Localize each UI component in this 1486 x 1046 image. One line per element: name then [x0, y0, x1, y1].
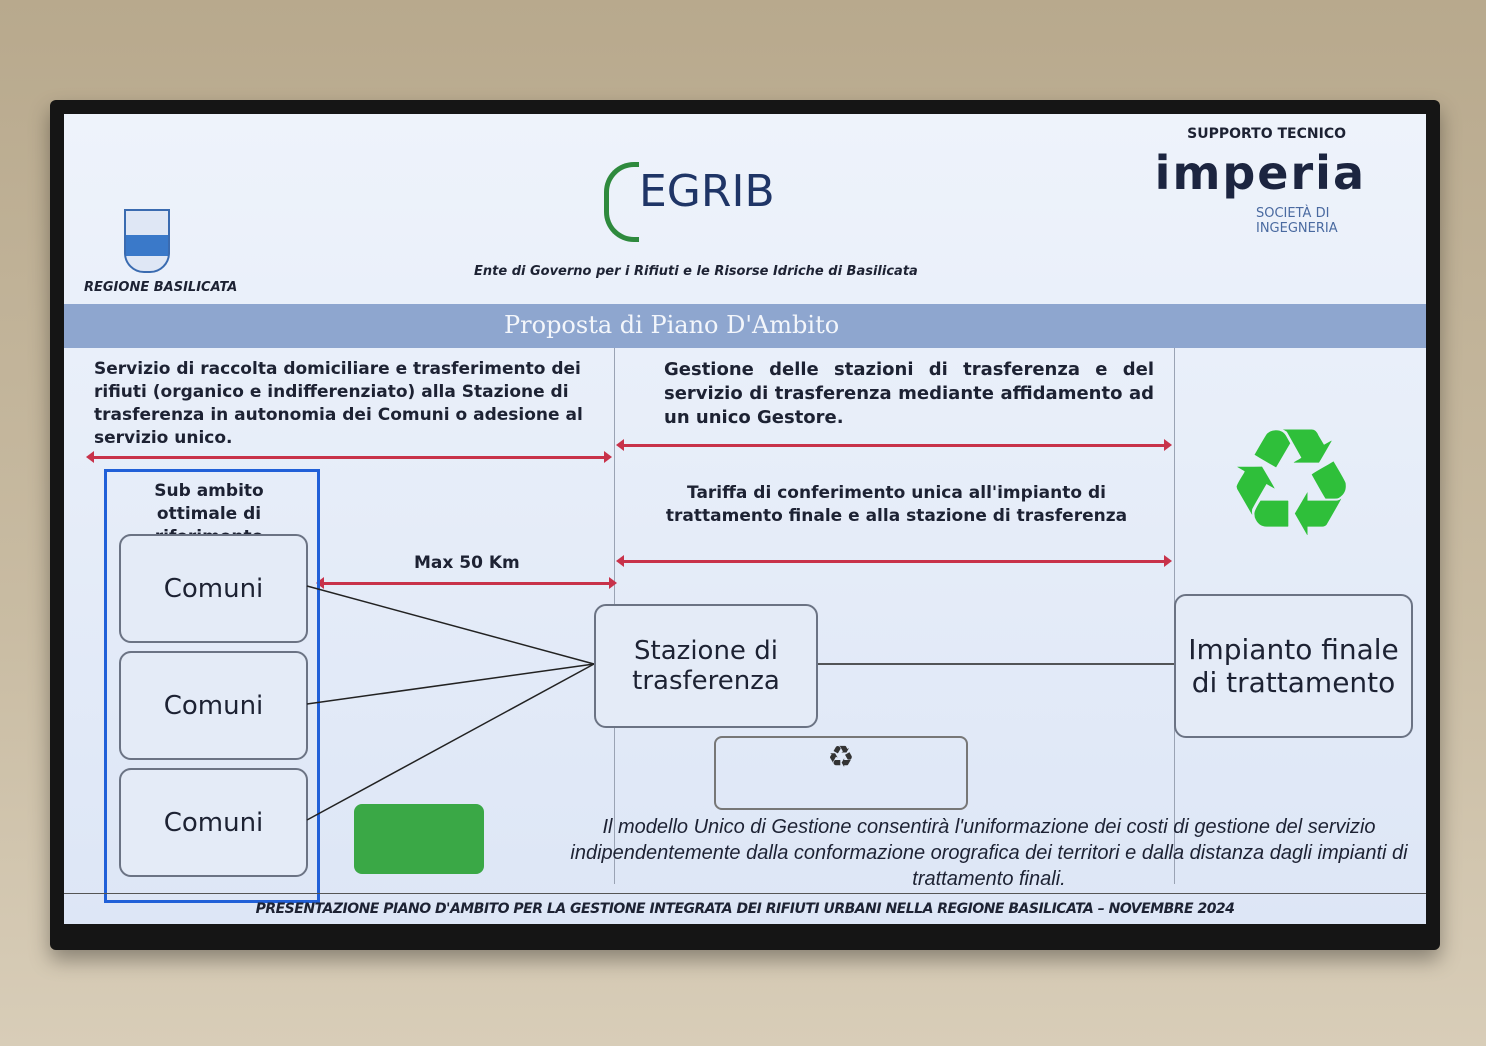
region-label: REGIONE BASILICATA	[84, 280, 238, 295]
max-distance-label: Max 50 Km	[414, 553, 520, 573]
comuni-box: Comuni	[119, 651, 308, 760]
support-label: SUPPORTO TECNICO	[1187, 126, 1346, 142]
left-arrow	[86, 451, 612, 463]
left-column-text: Servizio di raccolta domiciliare e trasf…	[94, 359, 583, 448]
comuni-box: Comuni	[119, 534, 308, 643]
recycle-icon: ♻	[1224, 397, 1359, 571]
tv-screen: REGIONE BASILICATA EGRIB Ente di Governo…	[50, 100, 1440, 950]
egrib-subtitle: Ente di Governo per i Rifiuti e le Risor…	[474, 264, 918, 279]
imperia-logo: imperia	[1154, 146, 1366, 200]
region-crest	[124, 209, 170, 273]
title-band	[64, 304, 1426, 348]
comuni-box: Comuni	[119, 768, 308, 877]
footer-text: PRESENTAZIONE PIANO D'AMBITO PER LA GEST…	[255, 901, 1235, 917]
middle-arrow	[616, 439, 1172, 451]
sub-ambito-box	[104, 469, 320, 903]
garbage-truck-green-icon	[354, 804, 484, 874]
egrib-recycle-icon	[604, 162, 639, 242]
footer-rule	[64, 893, 1426, 894]
tariff-arrow	[616, 555, 1172, 567]
garbage-truck-outline-icon: ♻	[714, 736, 968, 810]
imperia-subtitle: SOCIETÀ DI INGEGNERIA	[1256, 206, 1338, 236]
connector-lines	[306, 585, 1174, 821]
slide: REGIONE BASILICATA EGRIB Ente di Governo…	[64, 114, 1426, 924]
distance-arrow	[316, 577, 617, 589]
middle-column-text: Gestione delle stazioni di trasferenza e…	[664, 359, 1154, 428]
stazione-box: Stazione di trasferenza	[594, 604, 818, 728]
tariff-text: Tariffa di conferimento unica all'impian…	[665, 483, 1128, 526]
egrib-logo: EGRIB	[639, 166, 775, 217]
model-note: Il modello Unico di Gestione consentirà …	[570, 816, 1408, 890]
impianto-box: Impianto finale di trattamento	[1174, 594, 1413, 738]
slide-title: Proposta di Piano D'Ambito	[504, 311, 840, 339]
